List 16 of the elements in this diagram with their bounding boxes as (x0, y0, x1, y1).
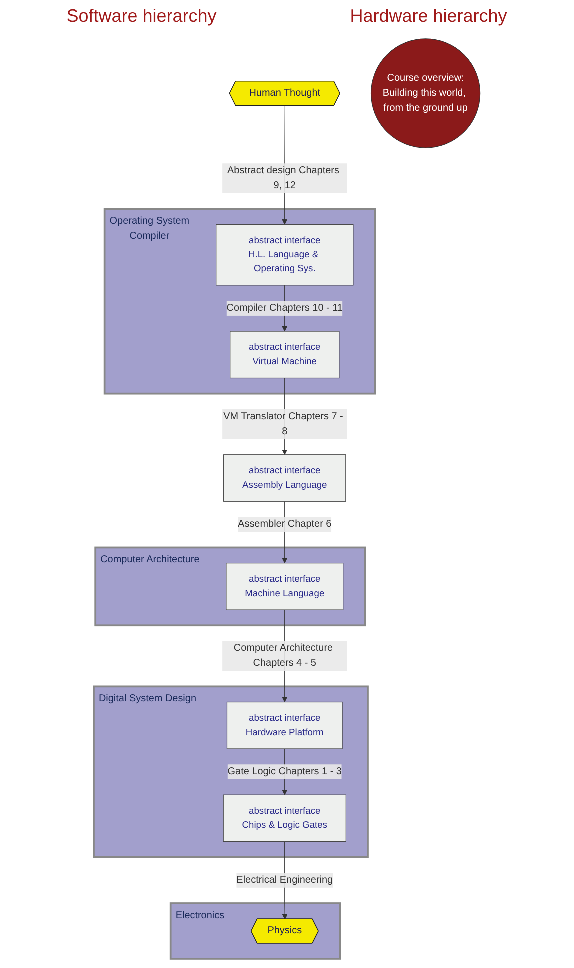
edge-label: Computer Architecture Chapters 4 - 5 (234, 643, 333, 669)
node-box: abstract interface Assembly Language (223, 454, 346, 502)
node-box: abstract interface Machine Language (226, 563, 344, 610)
hierarchy-label: Software hierarchy (66, 6, 217, 28)
edge-label: Assembler Chapter 6 (238, 519, 332, 530)
edge-label: Abstract design Chapters 9, 12 (227, 165, 340, 192)
node-box: abstract interface Hardware Platform (226, 702, 343, 750)
node-box: abstract interface H.L. Language & Operating Sys. (216, 224, 354, 286)
node-box: abstract interface Virtual Machine (230, 331, 340, 379)
edge-label: VM Translator Chapters 7 - 8 (224, 411, 344, 437)
edge-label: Compiler Chapters 10 - 11 (226, 302, 343, 314)
edge-label: Electrical Engineering (236, 874, 333, 886)
node-circle: Course overview: Building this world, from the ground up (370, 38, 480, 148)
node-box: abstract interface Chips & Logic Gates (223, 794, 346, 842)
hierarchy-label: Hardware hierarchy (350, 6, 508, 28)
edge-label: Gate Logic Chapters 1 - 3 (228, 766, 342, 778)
